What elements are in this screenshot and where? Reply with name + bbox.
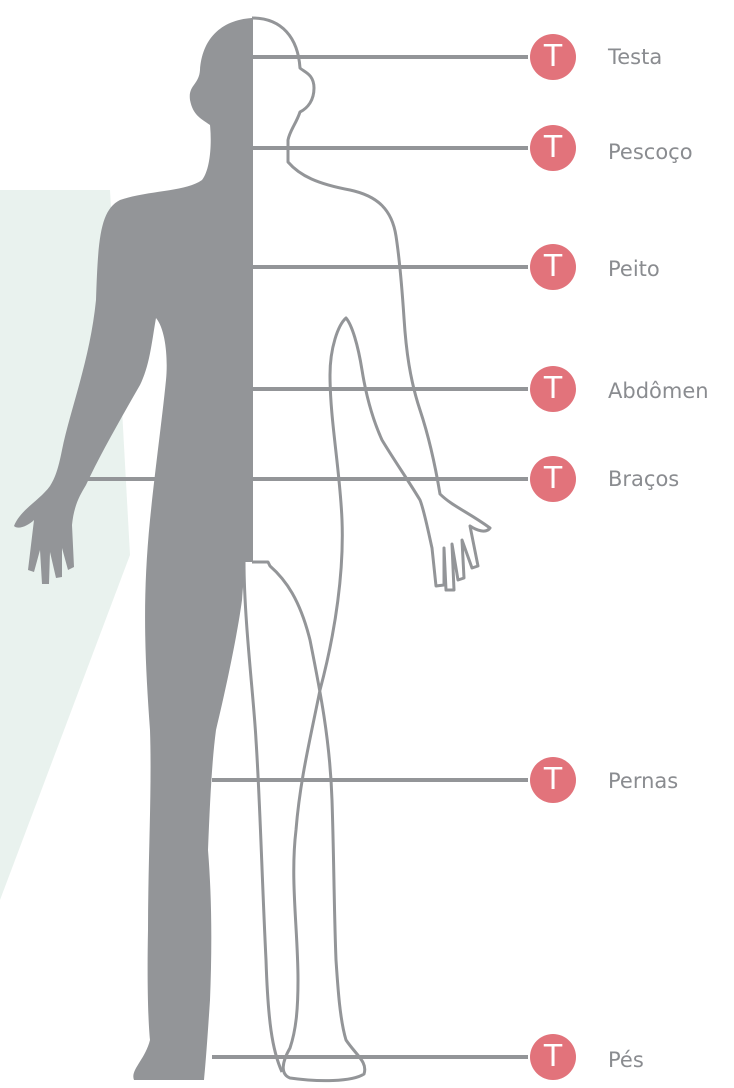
body-outline-right-half (252, 18, 490, 1081)
feet-label: Pés (608, 1050, 644, 1071)
legs-label: Pernas (608, 771, 678, 792)
feet-marker-badge[interactable]: T (530, 1034, 576, 1080)
chest-marker-badge[interactable]: T (530, 244, 576, 290)
neck-label: Pescoço (608, 142, 693, 163)
legs-marker-badge[interactable]: T (530, 757, 576, 803)
forehead-label: Testa (608, 47, 662, 68)
crotch-detail (244, 562, 282, 1072)
body-silhouette-left-half (14, 18, 252, 1080)
abdomen-label: Abdômen (608, 381, 709, 402)
abdomen-marker-badge[interactable]: T (530, 366, 576, 412)
chest-label: Peito (608, 259, 660, 280)
arms-label: Braços (608, 469, 679, 490)
neck-marker-badge[interactable]: T (530, 125, 576, 171)
forehead-marker-badge[interactable]: T (530, 34, 576, 80)
arms-marker-badge[interactable]: T (530, 456, 576, 502)
